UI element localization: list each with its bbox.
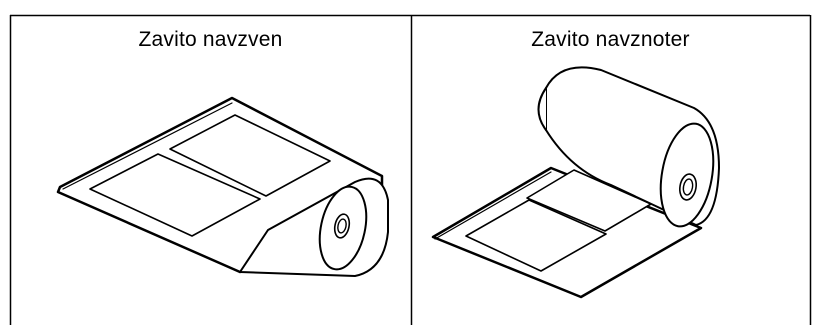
label-roll-wound-outside-illustration xyxy=(10,0,411,325)
panel-wound-outside: Zavito navzven xyxy=(10,0,411,325)
panel-wound-inside: Zavito navznoter xyxy=(411,0,810,325)
label-roll-wound-inside-illustration xyxy=(411,0,810,325)
